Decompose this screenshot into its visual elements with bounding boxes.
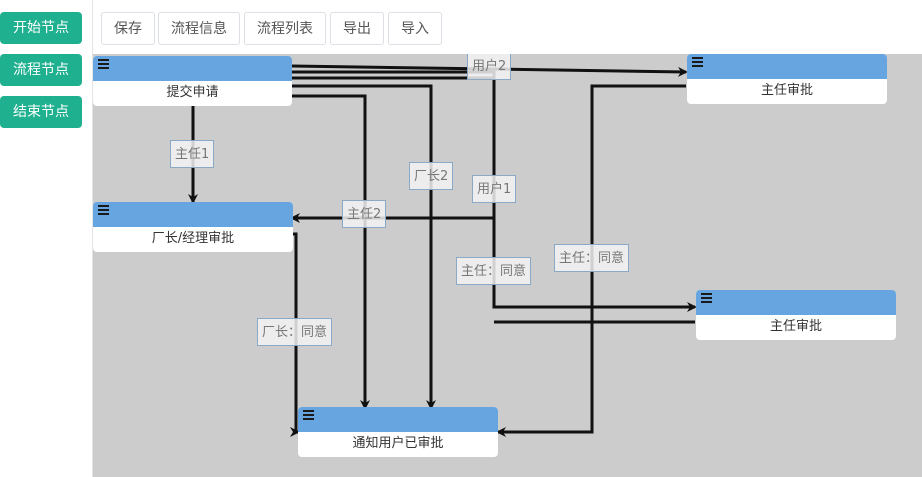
node-label: 厂长/经理审批 — [151, 231, 235, 246]
import-button[interactable]: 导入 — [388, 12, 442, 45]
start-node-button[interactable]: 开始节点 — [0, 12, 82, 44]
node-label: 通知用户已审批 — [352, 436, 444, 451]
menu-icon[interactable] — [692, 57, 703, 67]
edge-submit-to-notify-a[interactable] — [292, 84, 436, 410]
flow-canvas[interactable]: 提交申请 主任审批 厂长/经理审批 主任审批 通知用户已审批 用户2 主任1 厂… — [93, 54, 922, 477]
edge-submit-user1[interactable] — [290, 70, 496, 223]
flow-list-button[interactable]: 流程列表 — [244, 12, 326, 45]
edge-label-factory2[interactable]: 厂长2 — [409, 162, 454, 190]
edge-label-director2[interactable]: 主任2 — [342, 200, 387, 228]
node-label: 提交申请 — [166, 85, 219, 100]
edge-label-factory-agree[interactable]: 厂长：同意 — [257, 318, 333, 346]
node-factory-manager[interactable]: 厂长/经理审批 — [93, 202, 293, 252]
node-director-top[interactable]: 主任审批 — [687, 54, 887, 104]
node-header[interactable] — [298, 407, 498, 432]
sidebar-divider — [92, 0, 93, 477]
node-header[interactable] — [93, 202, 293, 227]
node-palette: 开始节点 流程节点 结束节点 — [0, 0, 92, 477]
edge-label-director-agree-b[interactable]: 主任：同意 — [554, 244, 630, 272]
edge-submit-to-notify-b[interactable] — [292, 94, 370, 410]
node-notify[interactable]: 通知用户已审批 — [298, 407, 498, 457]
node-header[interactable] — [696, 290, 896, 315]
toolbar: 保存 流程信息 流程列表 导出 导入 — [93, 0, 922, 54]
edge-label-user1[interactable]: 用户1 — [472, 175, 517, 203]
export-button[interactable]: 导出 — [330, 12, 384, 45]
node-submit[interactable]: 提交申请 — [93, 56, 292, 106]
node-label: 主任审批 — [769, 319, 822, 334]
edge-label-user2[interactable]: 用户2 — [467, 54, 512, 80]
end-node-button[interactable]: 结束节点 — [0, 96, 82, 128]
node-label: 主任审批 — [760, 83, 813, 98]
flow-info-button[interactable]: 流程信息 — [158, 12, 240, 45]
menu-icon[interactable] — [98, 205, 109, 215]
node-director-right[interactable]: 主任审批 — [696, 290, 896, 340]
node-header[interactable] — [93, 56, 292, 81]
edge-label-director-agree-a[interactable]: 主任：同意 — [456, 257, 532, 285]
edge-label-director1[interactable]: 主任1 — [170, 140, 215, 168]
save-button[interactable]: 保存 — [101, 12, 155, 45]
process-node-button[interactable]: 流程节点 — [0, 54, 82, 86]
menu-icon[interactable] — [98, 59, 109, 69]
menu-icon[interactable] — [701, 293, 712, 303]
menu-icon[interactable] — [303, 410, 314, 420]
node-header[interactable] — [687, 54, 887, 79]
